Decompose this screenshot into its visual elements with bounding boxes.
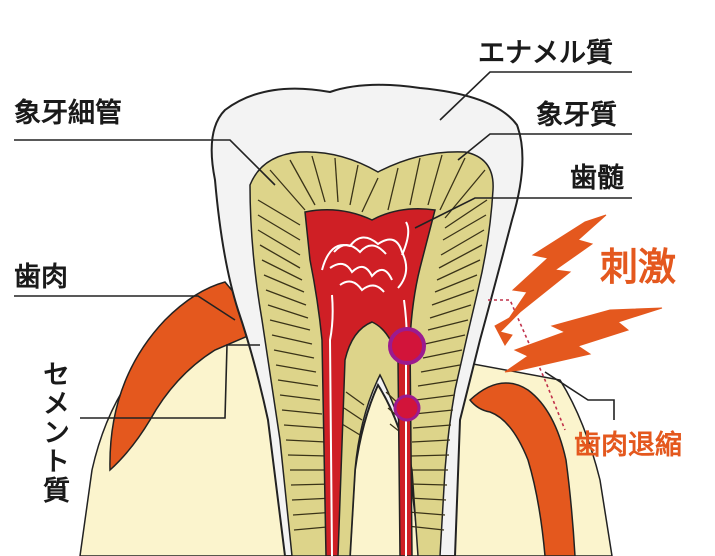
label-gum-recession: 歯肉退縮 <box>574 432 682 459</box>
label-cementum: セメント質 <box>40 360 67 505</box>
label-stimulus: 刺激 <box>600 248 676 286</box>
label-dentin: 象牙質 <box>536 102 617 129</box>
label-dentinal-tubule: 象牙細管 <box>14 100 122 127</box>
stimulus-bolts <box>495 215 662 372</box>
pulp-stimulus-dot-small <box>395 396 419 420</box>
pulp-stimulus-dot-large <box>390 329 424 363</box>
label-enamel: エナメル質 <box>478 40 613 67</box>
label-pulp: 歯髄 <box>570 165 624 192</box>
label-gum: 歯肉 <box>14 264 68 291</box>
